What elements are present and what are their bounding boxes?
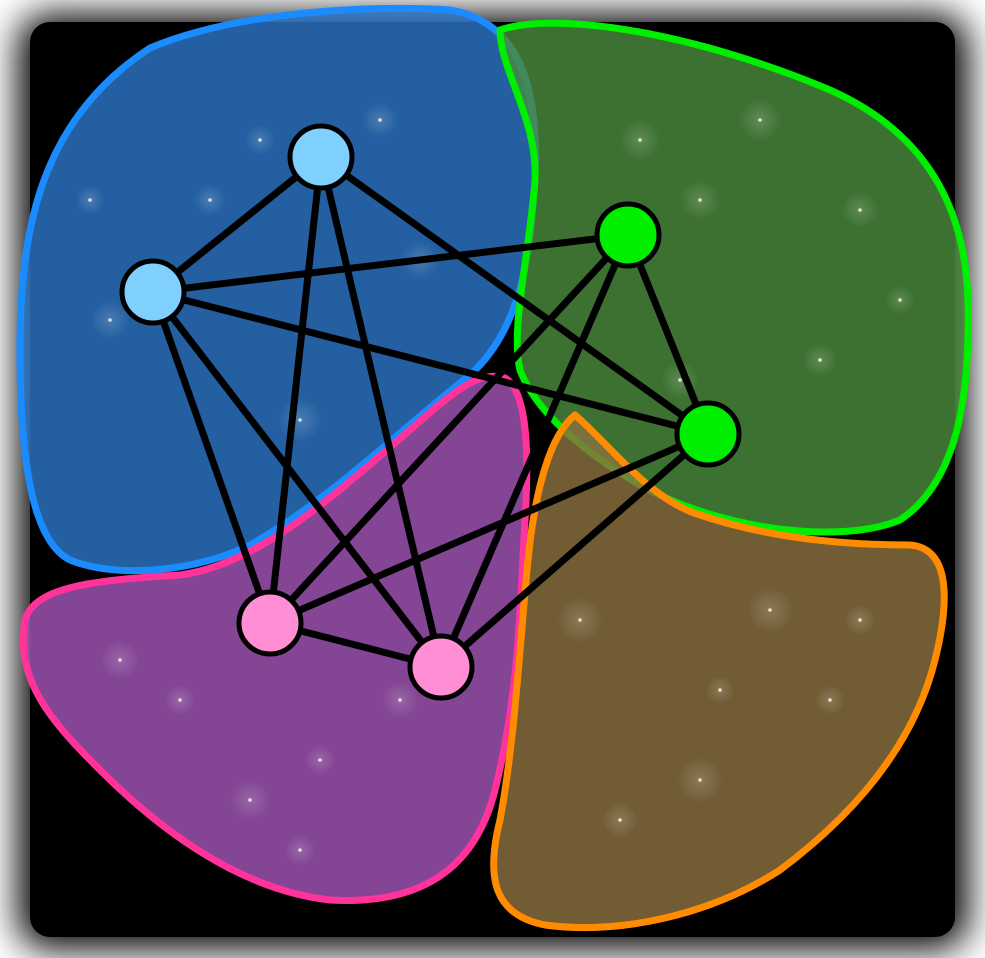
- texture-star: [318, 758, 322, 762]
- texture-star: [298, 848, 302, 852]
- texture-star: [858, 208, 862, 212]
- texture-star: [828, 698, 832, 702]
- texture-star: [758, 118, 762, 122]
- texture-star: [118, 658, 122, 662]
- texture-star: [298, 418, 302, 422]
- texture-star: [258, 138, 262, 142]
- texture-star: [718, 688, 722, 692]
- texture-star: [898, 298, 902, 302]
- community-regions: [20, 8, 968, 927]
- texture-star: [768, 608, 772, 612]
- texture-star: [398, 698, 402, 702]
- node-green-g2: [677, 403, 739, 465]
- texture-star: [578, 618, 582, 622]
- texture-star: [618, 818, 622, 822]
- texture-star: [248, 798, 252, 802]
- node-pink-p1: [239, 592, 301, 654]
- texture-star: [698, 778, 702, 782]
- texture-star: [178, 698, 182, 702]
- node-green-g1: [597, 204, 659, 266]
- texture-star: [678, 378, 682, 382]
- texture-star: [818, 358, 822, 362]
- node-pink-p2: [410, 636, 472, 698]
- texture-star: [378, 118, 382, 122]
- texture-star: [858, 618, 862, 622]
- texture-star: [108, 318, 112, 322]
- texture-star: [208, 198, 212, 202]
- texture-star: [698, 198, 702, 202]
- texture-star: [638, 138, 642, 142]
- texture-star: [88, 198, 92, 202]
- node-blue-b2: [122, 261, 184, 323]
- node-blue-b1: [290, 126, 352, 188]
